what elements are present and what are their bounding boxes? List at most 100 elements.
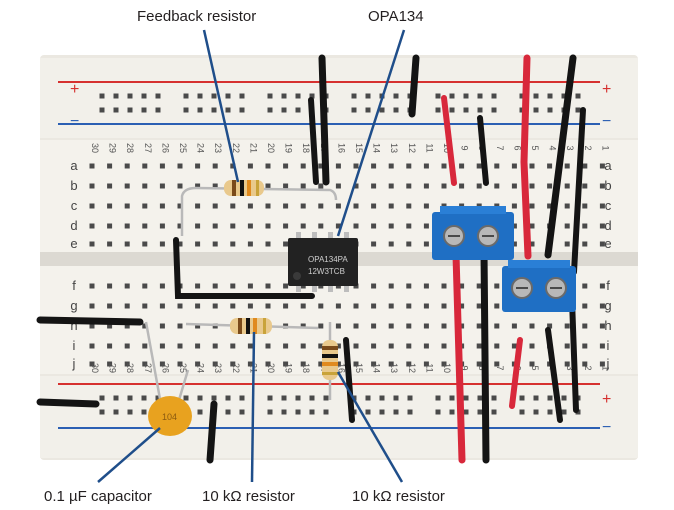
breadboard-hole [406,303,412,309]
column-number: 23 [213,363,223,373]
breadboard-hole [533,93,539,99]
breadboard-hole [353,163,359,169]
breadboard-hole [195,163,201,169]
breadboard-hole [388,163,394,169]
breadboard-hole [124,323,130,329]
column-number: 30 [90,143,100,153]
row-letter: e [70,236,77,251]
breadboard-hole [247,303,253,309]
breadboard-hole [177,163,183,169]
column-number: 12 [407,363,417,373]
breadboard-hole [309,409,315,415]
breadboard-hole [476,343,482,349]
breadboard-hole [265,241,271,247]
breadboard-hole [335,203,341,209]
breadboard-hole [177,361,183,367]
breadboard-hole [265,361,271,367]
breadboard-hole [511,241,517,247]
breadboard-hole [155,395,161,401]
column-number: 28 [125,143,135,153]
row-letter: h [604,318,611,333]
breadboard-hole [113,93,119,99]
breadboard-hole [300,361,306,367]
breadboard-hole [511,163,517,169]
label-ground-resistor: 10 kΩ resistor [352,488,445,505]
breadboard-hole [371,303,377,309]
feedback-resistor-band-4 [256,180,259,196]
breadboard-hole [127,395,133,401]
leader-feedback-resistor [202,29,240,183]
breadboard-hole [494,303,500,309]
breadboard-hole [564,323,570,329]
breadboard-hole [142,303,148,309]
breadboard-hole [494,323,500,329]
breadboard-hole [582,343,588,349]
breadboard-hole [124,303,130,309]
breadboard-hole [423,183,429,189]
breadboard-hole [477,395,483,401]
feedback-resistor-band-3 [247,180,251,196]
breadboard-hole [388,361,394,367]
rail-plus-top-right: + [602,81,611,98]
breadboard-hole [476,283,482,289]
breadboard-hole [283,361,289,367]
breadboard-hole [441,183,447,189]
breadboard-hole [141,395,147,401]
breadboard-hole [406,283,412,289]
breadboard-hole [388,323,394,329]
wire-top-right-1 [544,54,577,259]
wire-bottom-left-short [36,398,100,408]
column-number: 20 [266,363,276,373]
breadboard-hole [318,361,324,367]
breadboard-hole [159,163,165,169]
breadboard-hole [89,163,95,169]
breadboard-hole [124,183,130,189]
breadboard-hole [477,107,483,113]
breadboard-hole [300,323,306,329]
breadboard-hole [393,107,399,113]
breadboard-hole [283,163,289,169]
column-number: 29 [108,143,118,153]
column-number: 19 [284,143,294,153]
column-number: 19 [284,363,294,373]
breadboard-hole [300,223,306,229]
breadboard-hole [225,409,231,415]
black-wires [36,54,586,464]
breadboard-hole [494,183,500,189]
breadboard-hole [141,409,147,415]
breadboard-hole [177,223,183,229]
red-wire-bottom-1 [452,251,466,464]
breadboard-hole [561,395,567,401]
column-number: 5 [530,145,540,150]
row-letter: h [70,318,77,333]
column-number: 22 [231,143,241,153]
breadboard-hole [423,241,429,247]
breadboard-hole [371,241,377,247]
column-number: 7 [495,145,505,150]
breadboard-hole [265,183,271,189]
breadboard-hole [283,343,289,349]
breadboard-hole [494,283,500,289]
column-number: 9 [460,365,470,370]
breadboard-hole [519,395,525,401]
breadboard-hole [564,163,570,169]
breadboard-hole [533,409,539,415]
breadboard-hole [582,203,588,209]
breadboard-hole [564,203,570,209]
column-number: 27 [143,363,153,373]
breadboard-hole [283,183,289,189]
breadboard-hole [575,93,581,99]
breadboard-hole [230,283,236,289]
breadboard-hole [388,343,394,349]
wire-top-vertical-1 [318,54,330,186]
wire-top-right-2 [571,107,586,275]
feedback-resistor-band-2 [240,180,244,196]
breadboard-hole [371,343,377,349]
breadboard-hole [107,283,113,289]
column-number: 26 [160,363,170,373]
screw-terminal-2 [502,260,576,312]
breadboard-hole [124,203,130,209]
red-wire-top-2 [520,54,532,260]
breadboard-hole [295,93,301,99]
breadboard-hole [463,409,469,415]
